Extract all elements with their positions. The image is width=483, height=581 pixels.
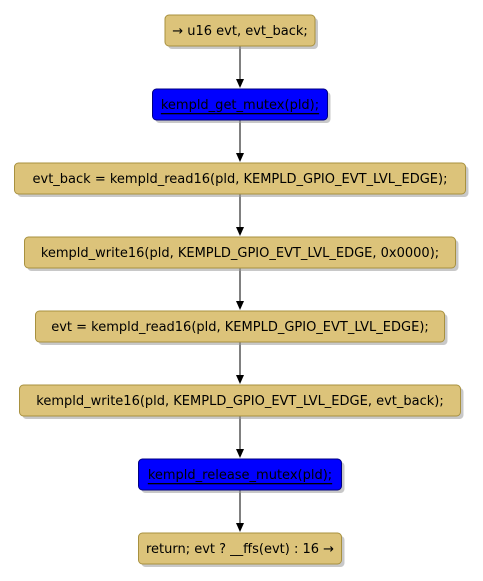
flow-edge	[236, 490, 244, 532]
node-label: evt = kempld_read16(pld, KEMPLD_GPIO_EVT…	[51, 320, 429, 335]
flow-node-statement: evt_back = kempld_read16(pld, KEMPLD_GPI…	[14, 162, 469, 197]
arrowhead-icon	[236, 449, 244, 458]
node-box	[24, 236, 456, 269]
flow-node-statement: kempld_write16(pld, KEMPLD_GPIO_EVT_LVL_…	[24, 236, 459, 271]
node-box	[138, 458, 342, 491]
node-box	[164, 14, 316, 47]
node-box	[152, 88, 328, 121]
arrowhead-icon	[236, 301, 244, 310]
flow-node-statement: kempld_write16(pld, KEMPLD_GPIO_EVT_LVL_…	[19, 384, 464, 419]
arrowhead-icon	[236, 523, 244, 532]
flow-edge	[236, 416, 244, 458]
arrowhead-icon	[236, 153, 244, 162]
flow-node-statement: → u16 evt, evt_back;	[164, 14, 318, 49]
flow-node-call: kempld_get_mutex(pld);	[152, 88, 331, 123]
node-label: kempld_write16(pld, KEMPLD_GPIO_EVT_LVL_…	[41, 246, 439, 261]
edges-layer	[236, 46, 244, 532]
flow-node-statement: return; evt ? __ffs(evt) : 16 →	[138, 532, 345, 567]
node-label: kempld_write16(pld, KEMPLD_GPIO_EVT_LVL_…	[36, 394, 443, 409]
arrowhead-icon	[236, 227, 244, 236]
flow-edge	[236, 46, 244, 88]
arrowhead-icon	[236, 375, 244, 384]
node-box	[35, 310, 445, 343]
flow-node-call: kempld_release_mutex(pld);	[138, 458, 345, 493]
flow-node-statement: evt = kempld_read16(pld, KEMPLD_GPIO_EVT…	[35, 310, 448, 345]
flow-edge	[236, 194, 244, 236]
arrowhead-icon	[236, 79, 244, 88]
flow-edge	[236, 342, 244, 384]
node-label: return; evt ? __ffs(evt) : 16 →	[146, 542, 334, 557]
node-label: → u16 evt, evt_back;	[172, 24, 308, 39]
node-label: evt_back = kempld_read16(pld, KEMPLD_GPI…	[33, 172, 448, 187]
node-label: kempld_get_mutex(pld);	[161, 98, 319, 113]
flow-edge	[236, 268, 244, 310]
node-box	[19, 384, 461, 417]
node-label: kempld_release_mutex(pld);	[148, 468, 332, 483]
nodes-layer: → u16 evt, evt_back; kempld_get_mutex(pld…	[14, 14, 469, 567]
node-box	[14, 162, 466, 195]
flow-edge	[236, 120, 244, 162]
node-box	[138, 532, 342, 565]
